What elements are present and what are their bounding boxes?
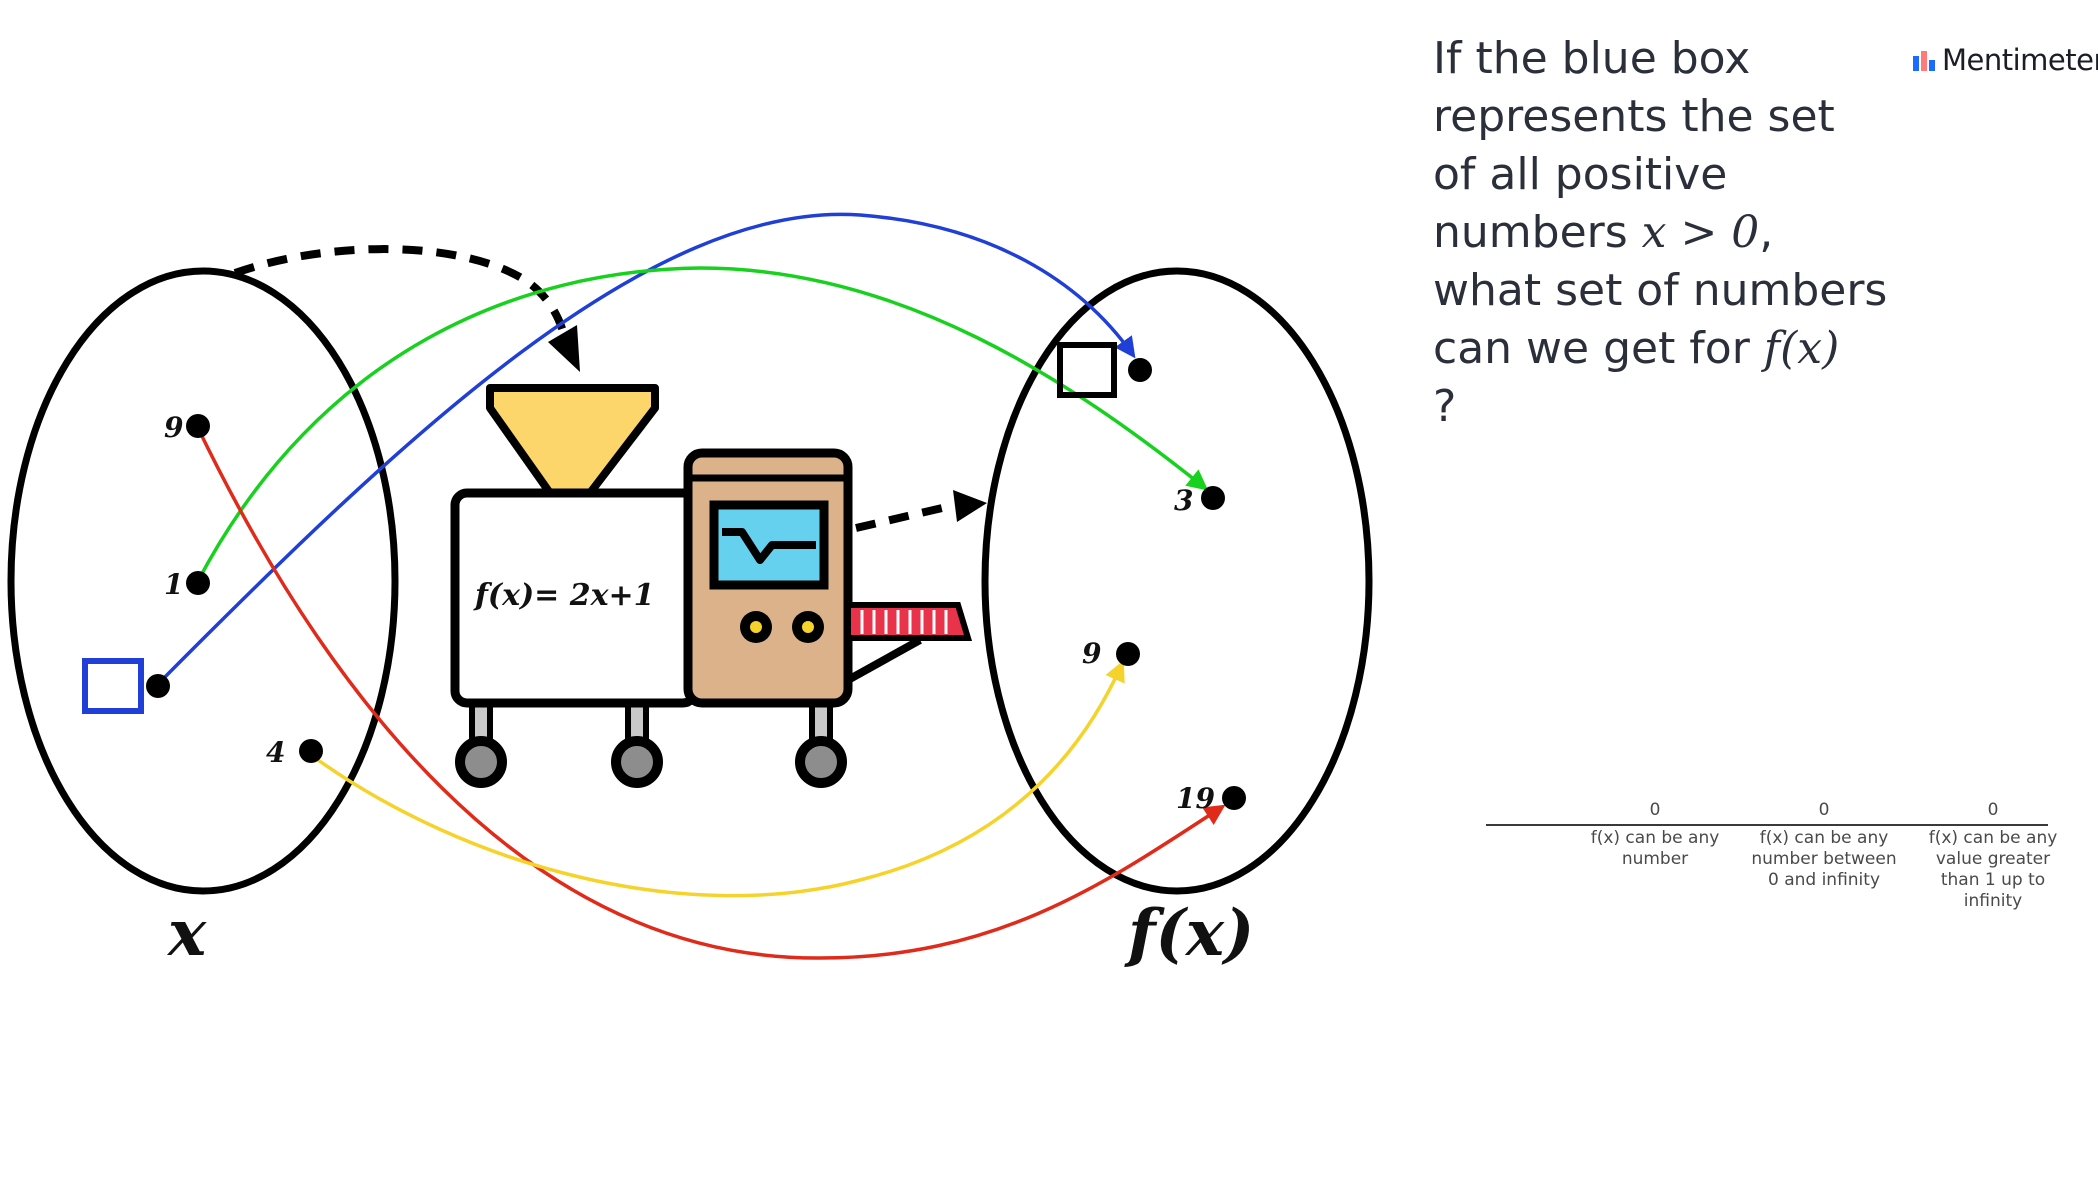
mapping-arrow-yellow (309, 660, 1125, 898)
result-option-3: 0 f(x) can be any value greater than 1 u… (1918, 800, 2068, 912)
result-option-1-count: 0 (1649, 800, 1661, 820)
codomain-label-9: 9 (1082, 637, 1101, 670)
codomain-label-fx: f(x) (1124, 896, 1254, 971)
question-line-7: ? (1433, 381, 1457, 432)
result-option-1-label: f(x) can be any number (1590, 828, 1720, 869)
question-line-6-text: can we get for (1433, 323, 1764, 374)
codomain-point-19 (1222, 786, 1246, 810)
blue-box-input (82, 658, 144, 714)
codomain-label-3: 3 (1174, 484, 1193, 517)
results-panel: 0 f(x) can be any number 0 f(x) can be a… (1486, 800, 2057, 920)
question-line-4-text: numbers (1433, 207, 1642, 258)
question-line-1: If the blue box (1433, 33, 1751, 84)
machine-formula: f(x)= 2x+1 (473, 578, 655, 613)
result-option-3-count: 0 (1987, 800, 1999, 820)
domain-label-x: x (166, 896, 207, 971)
brand-name: Mentimeter (1942, 43, 2098, 77)
blue-box-point (146, 674, 170, 698)
question-line-3: of all positive (1433, 149, 1728, 200)
output-dashed-arrow (855, 501, 956, 532)
codomain-label-19: 19 (1176, 782, 1215, 815)
domain-point-9 (186, 414, 210, 438)
codomain-set-ellipse (981, 267, 1373, 895)
results-baseline (1486, 824, 2048, 826)
mentimeter-brand: Mentimeter (1912, 42, 2098, 78)
mapping-arrow-red (196, 427, 1226, 960)
result-option-1: 0 f(x) can be any number (1580, 800, 1730, 870)
input-arrowhead (548, 325, 580, 372)
question-line-4: numbers x > 0, (1433, 207, 1774, 258)
output-arrowhead (953, 490, 987, 522)
codomain-point-9 (1116, 642, 1140, 666)
question-line-6: can we get for f(x) (1433, 320, 1953, 378)
function-machine-diagram: f(x)= 2x+1 9 1 4 3 9 19 x f(x) (7, 212, 1373, 971)
machine-hopper (486, 384, 659, 497)
codomain-point-3 (1201, 486, 1225, 510)
result-option-2: 0 f(x) can be any number between 0 and i… (1749, 800, 1899, 891)
domain-label-1: 1 (164, 568, 183, 601)
mapping-arrow-blue (156, 212, 1136, 686)
question-text: If the blue box represents the set of al… (1433, 30, 1953, 436)
question-math-x-gt-0: x > 0 (1641, 207, 1760, 258)
result-option-2-count: 0 (1818, 800, 1830, 820)
question-line-2: represents the set (1433, 91, 1835, 142)
domain-point-1 (186, 571, 210, 595)
output-box (1057, 342, 1117, 398)
mentimeter-logo-icon (1913, 51, 1935, 71)
result-option-3-label: f(x) can be any value greater than 1 up … (1928, 828, 2058, 911)
question-line-5: what set of numbers (1433, 265, 1888, 316)
domain-set-ellipse (7, 267, 399, 895)
domain-point-4 (299, 739, 323, 763)
output-box-point (1128, 358, 1152, 382)
domain-label-4: 4 (266, 736, 285, 769)
question-math-fx: f(x) (1763, 323, 1840, 374)
result-option-2-label: f(x) can be any number between 0 and inf… (1751, 828, 1897, 890)
function-machine: f(x)= 2x+1 (450, 384, 973, 788)
input-dashed-arrow (233, 245, 572, 356)
domain-label-9: 9 (164, 411, 183, 444)
